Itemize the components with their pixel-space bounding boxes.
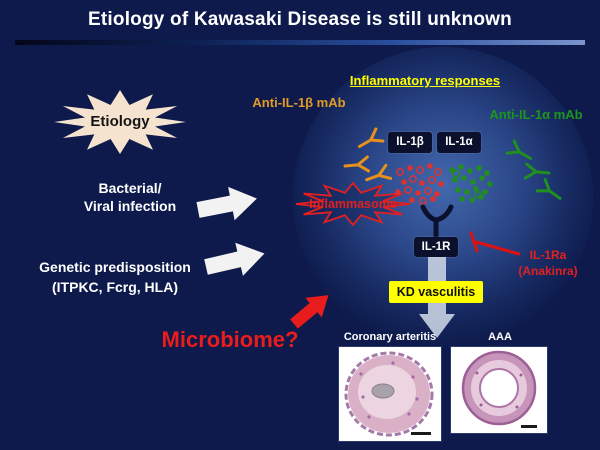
title-underline-bar [15, 40, 585, 45]
coronary-vessel-art [344, 351, 434, 437]
il1r-label-box: IL-1R [414, 237, 458, 257]
aaa-vessel-art [461, 350, 537, 428]
il1ra-line2: (Anakinra) [518, 264, 578, 278]
anti-il1a-mab-label: Anti-IL-1α mAb [489, 107, 583, 122]
aaa-micrograph [451, 347, 547, 433]
il1ra-line1: IL-1Ra [529, 248, 567, 262]
coronary-arteritis-label: Coronary arteritis [343, 331, 437, 343]
kd-vasculitis-box: KD vasculitis [389, 281, 483, 303]
infection-line2: Viral infection [83, 198, 177, 214]
scale-bar [521, 425, 537, 428]
infection-label: Bacterial/ Viral infection [58, 179, 202, 215]
infection-line1: Bacterial/ [98, 180, 162, 196]
genetic-arrow [202, 236, 269, 284]
genetic-line2: (ITPKC, Fcrg, HLA) [52, 279, 178, 295]
il1b-label-box: IL-1β [388, 132, 432, 153]
inflammasome-label: Inflammasome [309, 197, 397, 211]
genetic-line1: Genetic predisposition [39, 259, 191, 275]
inflammatory-responses-header: Inflammatory responses [349, 73, 501, 88]
coronary-arteritis-micrograph [339, 347, 441, 441]
il1ra-anakinra-label: IL-1Ra (Anakinra) [505, 247, 591, 279]
aaa-label: AAA [488, 331, 512, 343]
anti-il1b-mab-label: Anti-IL-1β mAb [252, 95, 346, 110]
scale-bar [411, 432, 431, 435]
infection-arrow [194, 181, 261, 227]
il1a-label-box: IL-1α [437, 132, 481, 153]
microbiome-label: Microbiome? [161, 327, 299, 352]
etiology-label: Etiology [90, 113, 150, 130]
slide-title: Etiology of Kawasaki Disease is still un… [88, 9, 512, 30]
genetic-label: Genetic predisposition (ITPKC, Fcrg, HLA… [20, 257, 210, 297]
